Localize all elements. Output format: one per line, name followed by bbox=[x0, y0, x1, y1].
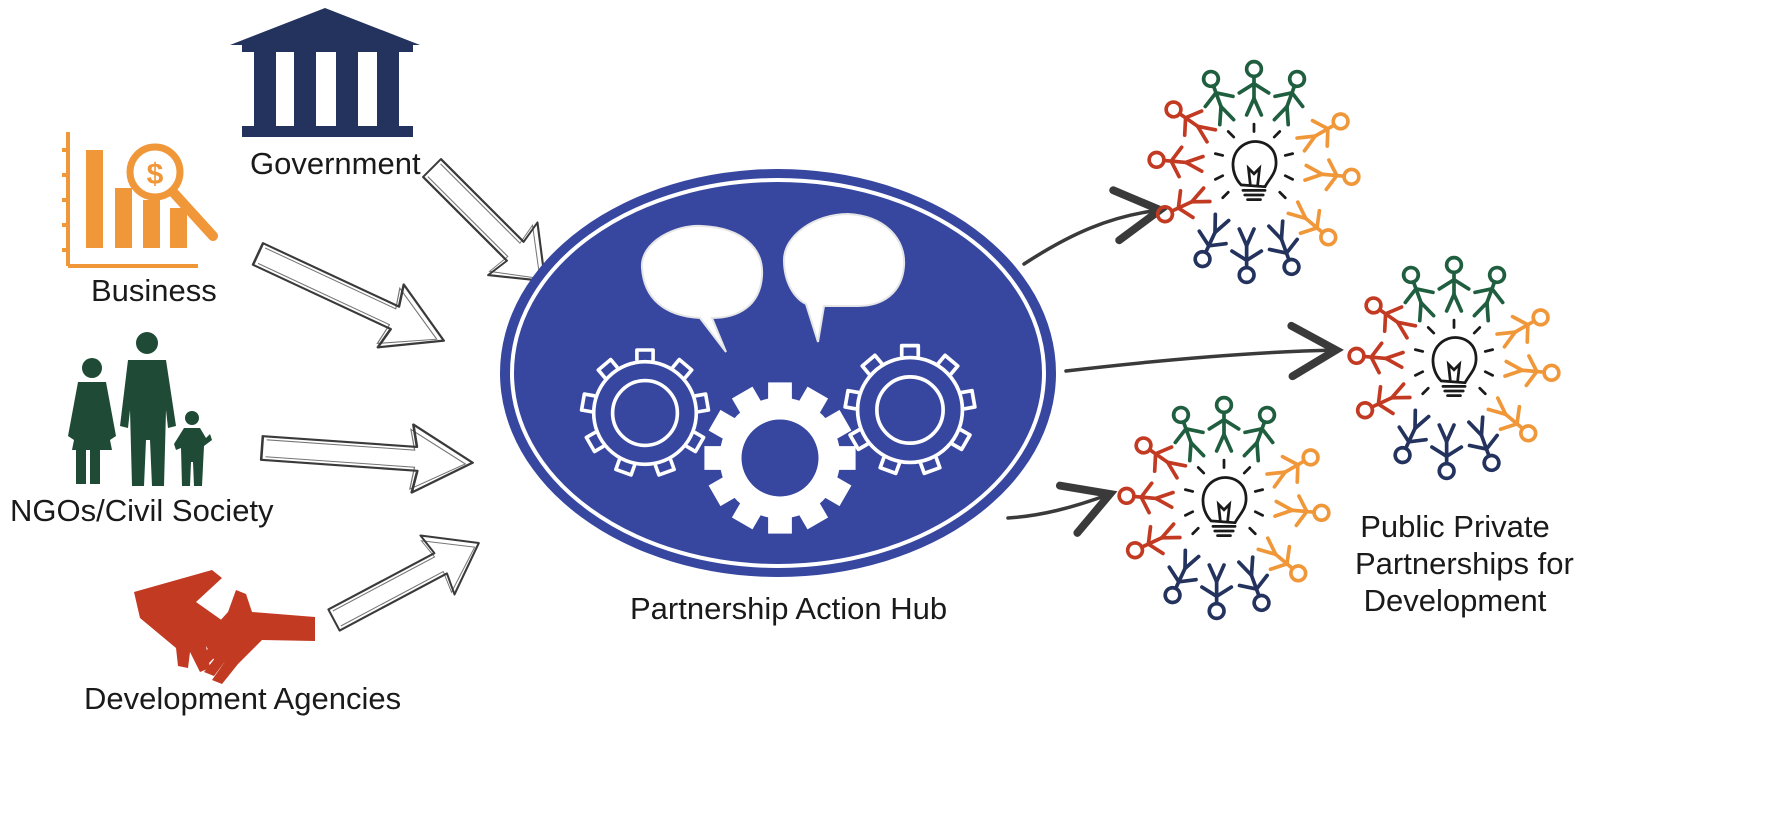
handshake-icon bbox=[134, 570, 315, 684]
people-circle-lightbulb-icon bbox=[1348, 258, 1560, 479]
arrow-business-to-hub bbox=[242, 221, 460, 373]
outcome-label: Public Private Partnerships for Developm… bbox=[1355, 508, 1574, 620]
arrow-hub-to-partnership-middle bbox=[1064, 321, 1344, 381]
family-icon bbox=[68, 332, 212, 486]
speech-bubble-icon bbox=[640, 212, 906, 353]
arrow-agencies-to-hub bbox=[316, 511, 496, 652]
hub-label: Partnership Action Hub bbox=[630, 591, 948, 626]
outcome-label-line-2: Partnerships for bbox=[1355, 546, 1574, 582]
business-label: Business bbox=[91, 273, 217, 308]
people-circle-lightbulb-icon bbox=[1118, 398, 1330, 619]
business-chart-icon: $ bbox=[62, 132, 218, 268]
gear-icon bbox=[579, 343, 977, 534]
arrow-hub-to-partnership-bottom bbox=[1006, 481, 1118, 537]
government-building-icon bbox=[230, 8, 420, 137]
arrow-hub-to-partnership-top bbox=[1022, 186, 1168, 266]
partnership-hub-ellipse bbox=[500, 169, 1056, 577]
outcome-label-line-3: Development bbox=[1363, 583, 1547, 619]
ngos-label: NGOs/Civil Society bbox=[10, 493, 274, 528]
development-agencies-label: Development Agencies bbox=[84, 681, 402, 716]
government-label: Government bbox=[250, 146, 421, 181]
svg-text:$: $ bbox=[147, 158, 164, 191]
outcome-label-line-1: Public Private bbox=[1360, 509, 1550, 544]
arrow-ngos-to-hub bbox=[258, 412, 477, 498]
people-circle-lightbulb-icon bbox=[1148, 62, 1360, 283]
